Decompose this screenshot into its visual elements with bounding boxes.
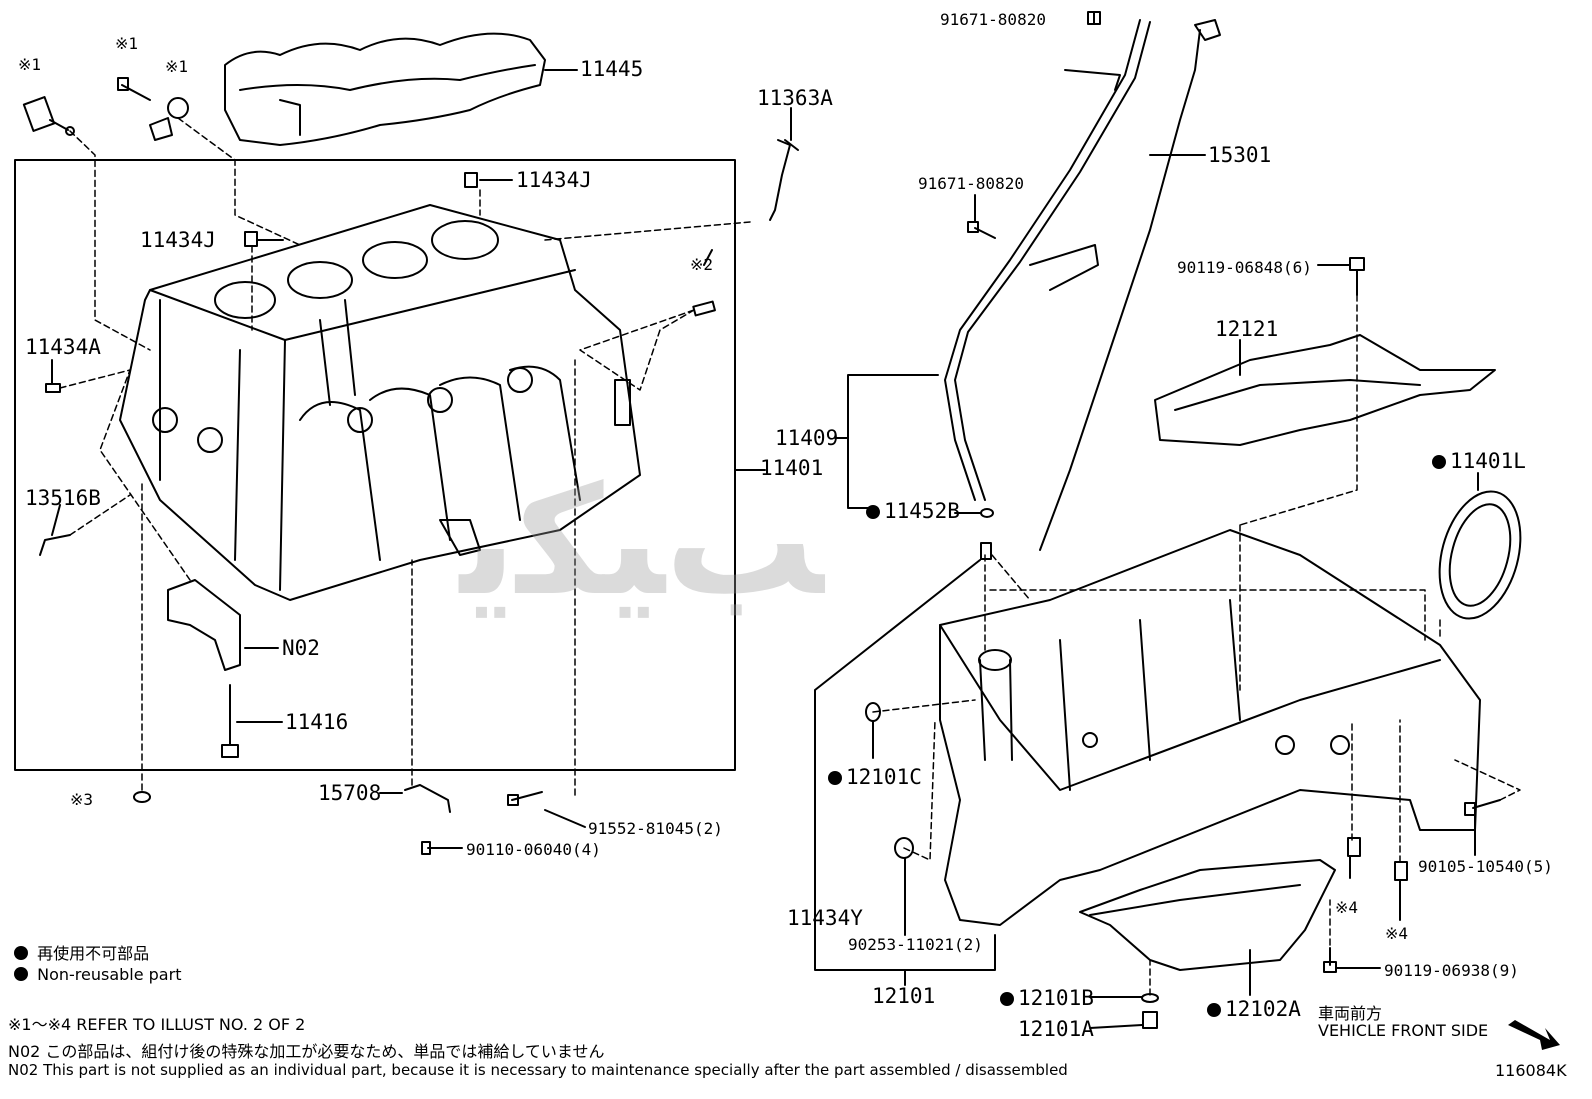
note-n02-en: N02 This part is not supplied as an indi…	[8, 1061, 1068, 1079]
label-12102A-text: 12102A	[1225, 997, 1301, 1021]
oring-11452B	[980, 508, 994, 518]
label-15301: 15301	[1208, 143, 1272, 167]
label-91671-mid: 91671-80820	[918, 174, 1024, 193]
cylinder-block	[119, 204, 641, 601]
front-side-en: VEHICLE FRONT SIDE	[1318, 1021, 1489, 1040]
part-11409-drawing	[944, 19, 1151, 501]
pin-11434A	[45, 383, 61, 393]
label-12121: 12121	[1215, 317, 1279, 341]
label-11401L-text: 11401L	[1450, 449, 1526, 473]
label-11434A: 11434A	[25, 335, 101, 359]
label-90119-06938: 90119-06938(9)	[1384, 961, 1519, 980]
label-15708: 15708	[318, 781, 382, 805]
ref-mark-4a: ※4	[1335, 898, 1359, 917]
label-12102A: 12102A	[1207, 997, 1301, 1021]
label-12101B-text: 12101B	[1018, 986, 1094, 1010]
part-N02-drawing	[167, 579, 241, 671]
bolt-90105	[1472, 799, 1501, 809]
watermark: ﺐﯿﮑﯾ	[460, 455, 830, 629]
label-11445: 11445	[580, 57, 644, 81]
label-11434J-left: 11434J	[140, 228, 216, 252]
non-reusable-dot-icon	[1207, 1003, 1221, 1017]
pin-11434J-left	[244, 231, 258, 247]
label-12101C: 12101C	[828, 765, 922, 789]
label-12101B: 12101B	[1000, 986, 1094, 1010]
legend-jp: 再使用不可部品	[14, 940, 149, 964]
oil-pan-lower-12102A	[1079, 859, 1336, 971]
part-11445-drawing	[224, 32, 546, 146]
ref-mark-2: ※2	[690, 255, 714, 274]
non-reusable-dot-icon	[14, 967, 28, 981]
label-11434J-top: 11434J	[516, 168, 592, 192]
note-n02-jp: N02 この部品は、組付け後の特殊な加工が必要なため、単品では補給していません	[8, 1042, 605, 1061]
legend-en-text: Non-reusable part	[37, 965, 182, 984]
label-11401: 11401	[760, 456, 824, 480]
label-11409: 11409	[775, 426, 839, 450]
label-11452B: 11452B	[866, 499, 960, 523]
label-11434Y: 11434Y	[787, 906, 863, 930]
knock-sensor-drawing	[22, 96, 75, 136]
label-11401L: 11401L	[1432, 449, 1526, 473]
plug-12101A	[1142, 1011, 1158, 1029]
part-11363A-drawing	[769, 139, 791, 221]
ref-mark-4b: ※4	[1385, 924, 1409, 943]
ref-mark-1a: ※1	[18, 55, 42, 74]
cylinder-block-frame	[14, 159, 736, 771]
label-91552: 91552-81045(2)	[588, 819, 723, 838]
oil-seal-11401L	[1438, 490, 1522, 620]
label-91671-top: 91671-80820	[940, 10, 1046, 29]
pin-11434J-top	[464, 172, 478, 188]
part-15301-drawing	[1039, 19, 1221, 551]
bolt-ref4-b	[1394, 861, 1408, 881]
label-11452B-text: 11452B	[884, 499, 960, 523]
note-refer: ※1～※4 REFER TO ILLUST NO. 2 OF 2	[8, 1015, 306, 1034]
non-reusable-dot-icon	[1000, 992, 1014, 1006]
non-reusable-dot-icon	[1432, 455, 1446, 469]
legend-en: Non-reusable part	[14, 965, 181, 984]
nut-ref3	[133, 791, 151, 803]
ref-mark-3: ※3	[70, 790, 94, 809]
label-13516B: 13516B	[25, 486, 101, 510]
bolt-ref4-a	[1347, 837, 1361, 857]
label-90119-06848: 90119-06848(6)	[1177, 258, 1312, 277]
label-N02: N02	[282, 636, 320, 660]
ref-mark-1c: ※1	[165, 57, 189, 76]
pin-ref2	[692, 300, 716, 317]
non-reusable-dot-icon	[14, 946, 28, 960]
front-side-jp: 車両前方	[1318, 1004, 1383, 1023]
part-12121-drawing	[1154, 334, 1496, 446]
pin-11434Y	[980, 542, 992, 560]
label-12101C-text: 12101C	[846, 765, 922, 789]
part-15708-drawing	[404, 784, 451, 813]
ref-mark-1b: ※1	[115, 34, 139, 53]
illustration-code: 116084K	[1495, 1061, 1567, 1080]
oil-pan-upper-12101	[939, 529, 1481, 926]
label-90105: 90105-10540(5)	[1418, 857, 1553, 876]
label-90110: 90110-06040(4)	[466, 840, 601, 859]
clamp-ref1-drawing	[149, 97, 189, 141]
non-reusable-dot-icon	[866, 505, 880, 519]
bolt-ref1-drawing	[117, 77, 151, 101]
label-12101: 12101	[872, 984, 936, 1008]
label-11416: 11416	[285, 710, 349, 734]
part-13516B-drawing	[39, 534, 71, 556]
label-11363A: 11363A	[757, 86, 833, 110]
label-90253: 90253-11021(2)	[848, 935, 983, 954]
legend-jp-text: 再使用不可部品	[37, 944, 150, 963]
label-12101A: 12101A	[1018, 1017, 1094, 1041]
non-reusable-dot-icon	[828, 771, 842, 785]
front-arrow-icon	[1508, 1020, 1560, 1050]
